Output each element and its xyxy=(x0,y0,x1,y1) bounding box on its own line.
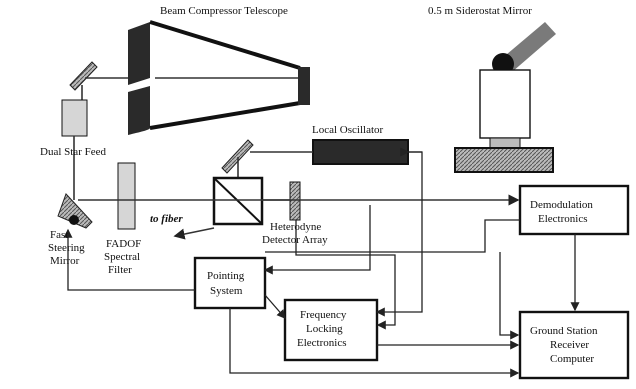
label-to-fiber: to fiber xyxy=(150,213,183,225)
label-ground-3: Computer xyxy=(550,353,594,365)
demodulation-electronics-box xyxy=(518,184,630,236)
telescope-upper-mirror xyxy=(128,22,150,85)
label-pointing-1: Pointing xyxy=(207,270,245,282)
feed-mirror xyxy=(69,61,98,91)
label-dual-star-feed: Dual Star Feed xyxy=(40,146,106,158)
label-freq-1: Frequency xyxy=(300,309,347,321)
label-local-oscillator: Local Oscillator xyxy=(312,124,384,136)
signal-lines xyxy=(63,147,580,378)
label-telescope: Beam Compressor Telescope xyxy=(160,5,288,17)
oscillator-mirror xyxy=(221,139,254,174)
fast-steering-mirror xyxy=(57,193,93,229)
label-fast-3: Mirror xyxy=(50,255,80,267)
fadof-filter xyxy=(117,162,136,230)
siderostat-mount xyxy=(479,69,531,139)
label-siderostat: 0.5 m Siderostat Mirror xyxy=(428,5,532,17)
label-freq-2: Locking xyxy=(306,323,343,335)
telescope-lower-mirror xyxy=(128,86,150,135)
siderostat-mirror-plate xyxy=(500,22,556,72)
dual-star-feed-block xyxy=(61,99,88,137)
label-freq-3: Electronics xyxy=(297,337,346,349)
label-demod-1: Demodulation xyxy=(530,199,593,211)
label-heterodyne-2: Detector Array xyxy=(262,234,328,246)
label-fast-2: Steering xyxy=(48,242,85,254)
label-ground-1: Ground Station xyxy=(530,325,598,337)
pointing-system-box xyxy=(193,256,267,310)
frequency-locking-box xyxy=(283,298,379,362)
local-oscillator xyxy=(312,139,409,165)
siderostat-base xyxy=(454,147,554,173)
label-fadof-2: Spectral xyxy=(104,251,140,263)
dual-star-feed xyxy=(61,61,128,200)
siderostat-mirror xyxy=(454,22,556,173)
label-heterodyne-1: Heterodyne xyxy=(270,221,321,233)
label-fadof-1: FADOF xyxy=(106,238,141,250)
beam-splitter xyxy=(212,176,264,226)
label-demod-2: Electronics xyxy=(538,213,587,225)
beam-compressor-telescope xyxy=(128,20,310,135)
label-fadof-3: Filter xyxy=(108,264,132,276)
heterodyne-detector-array xyxy=(289,181,301,221)
telescope-secondary-mirror xyxy=(298,67,310,105)
label-pointing-2: System xyxy=(210,285,243,297)
ground-station-box xyxy=(518,310,630,380)
label-fast-1: Fast xyxy=(50,229,68,241)
label-ground-2: Receiver xyxy=(550,339,589,351)
